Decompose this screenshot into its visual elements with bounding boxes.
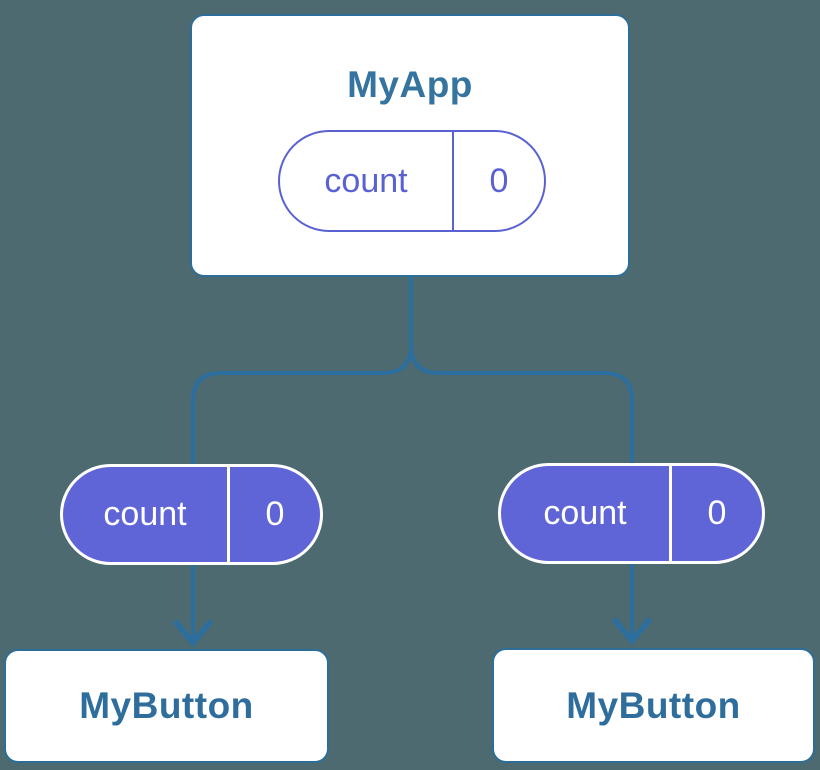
fork-branch-right bbox=[409, 344, 634, 639]
arrow-down-icon bbox=[172, 619, 214, 648]
child-prop-pill-left: count 0 bbox=[60, 464, 323, 565]
state-value-label: 0 bbox=[452, 132, 544, 230]
child-prop-pill-right: count 0 bbox=[498, 463, 765, 564]
state-value-label: 0 bbox=[669, 466, 762, 561]
child-component-title: MyButton bbox=[79, 685, 254, 726]
root-component-title: MyApp bbox=[347, 64, 473, 105]
fork-branch-left bbox=[191, 344, 413, 641]
state-name-label: count bbox=[324, 161, 408, 200]
state-value-label: 0 bbox=[227, 467, 320, 562]
state-name-label: count bbox=[103, 495, 187, 533]
child-component-card-right: MyButton bbox=[492, 648, 815, 763]
arrow-down-icon bbox=[611, 617, 653, 646]
state-name-label: count bbox=[543, 494, 627, 532]
root-state-pill: count 0 bbox=[278, 130, 546, 232]
child-component-title: MyButton bbox=[566, 684, 741, 726]
root-component-card: MyApp count 0 bbox=[190, 14, 630, 277]
child-component-card-left: MyButton bbox=[4, 649, 329, 763]
